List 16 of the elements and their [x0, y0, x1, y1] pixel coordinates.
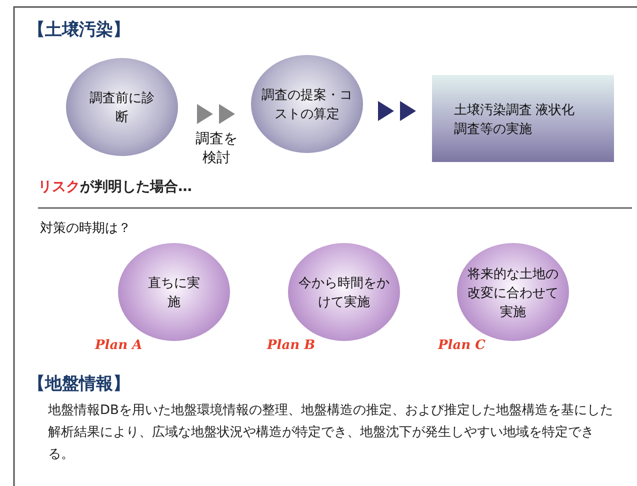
- node-text: 調査の提案・コストの算定: [260, 86, 354, 123]
- plan-label: Plan B: [267, 338, 316, 353]
- node-text: 直ちに実施: [147, 274, 201, 311]
- question-text: 対策の時期は？: [40, 220, 131, 237]
- section-heading: 【土壌汚染】: [28, 19, 130, 41]
- process-box: [432, 75, 614, 162]
- description-paragraph: 地盤情報DBを用いた地盤環境情報の整理、地盤構造の推定、および推定した地盤構造を基にした解析結果により、広域な地盤状況や構造が特定でき、地盤沈下が発生しやすい地域を特定できる。: [48, 402, 613, 464]
- node-text: 調査前に診断: [88, 89, 156, 126]
- node-text: 今から時間をかけて実施: [298, 274, 390, 311]
- node-text: 将来的な土地の改変に合わせて実施: [467, 264, 559, 320]
- section-heading: 【地盤情報】: [28, 373, 130, 395]
- plan-label: Plan C: [438, 338, 486, 353]
- node-text: 土壌汚染調査 液状化調査等の実施: [454, 100, 576, 138]
- risk-note: リスクが判明した場合…: [38, 178, 192, 196]
- plan-label: Plan A: [95, 338, 142, 353]
- edge-label: 調査を検討: [194, 130, 238, 168]
